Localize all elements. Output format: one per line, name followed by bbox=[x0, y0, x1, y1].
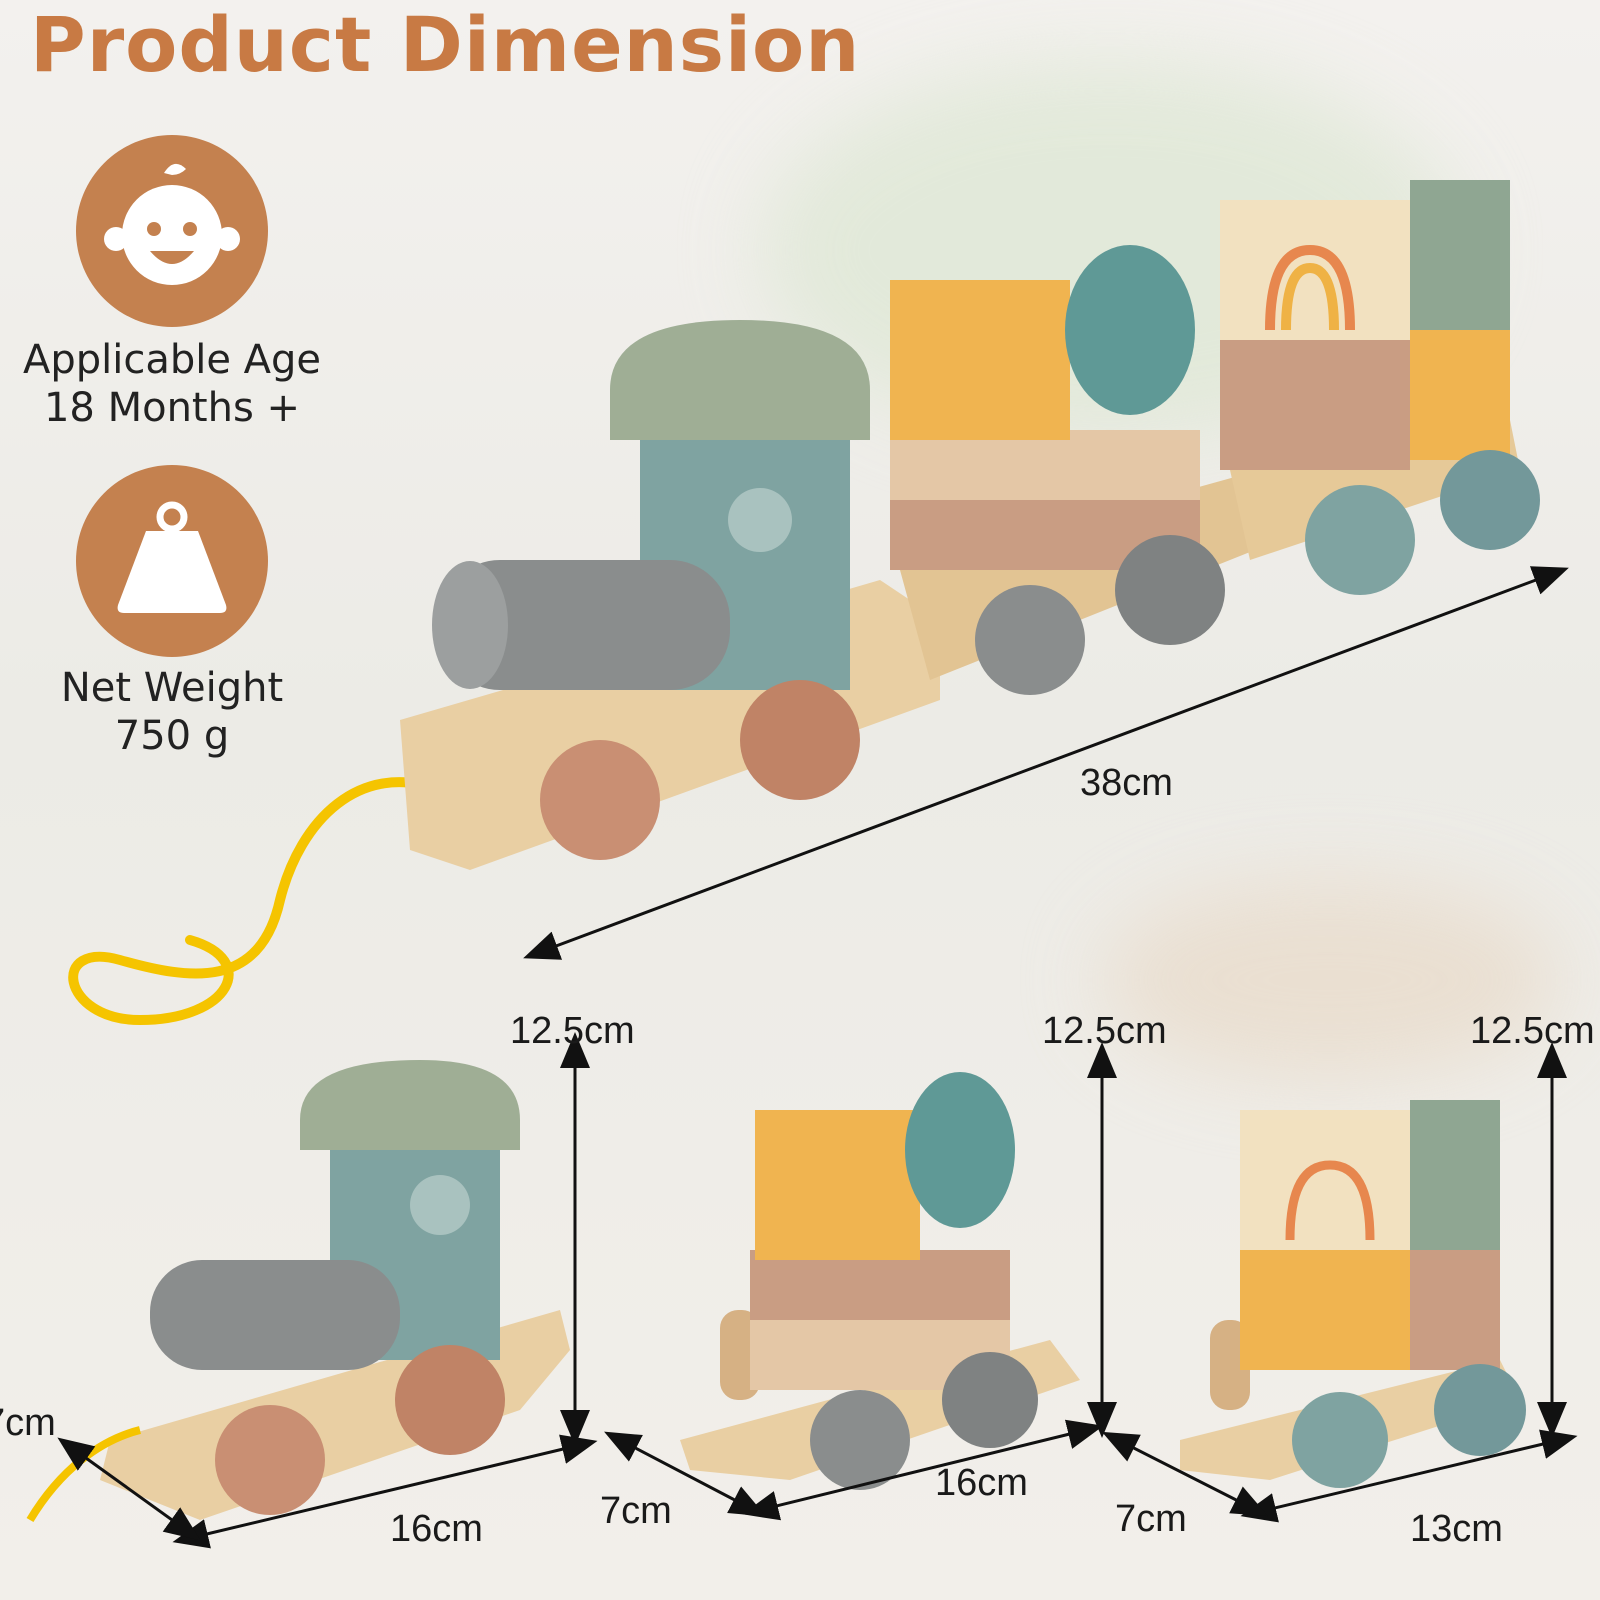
engine-width-arrow bbox=[57, 1437, 201, 1541]
middle-length-arrow bbox=[742, 1419, 1104, 1521]
car1-wheel-back bbox=[1115, 535, 1225, 645]
car1-wheel-front bbox=[975, 585, 1085, 695]
age-badge bbox=[76, 135, 268, 327]
pull-rope bbox=[68, 777, 445, 1026]
age-value: 18 Months + bbox=[43, 385, 301, 431]
car2-block-beaver bbox=[1220, 340, 1410, 470]
engine-length-label: 16cm bbox=[390, 1508, 483, 1550]
engine-detail bbox=[26, 1060, 570, 1523]
car1-block-snail bbox=[890, 280, 1070, 440]
age-label: Applicable Age bbox=[22, 337, 322, 383]
weight-icon bbox=[117, 501, 227, 613]
weight-value: 750 g bbox=[114, 713, 230, 759]
weight-badge bbox=[76, 465, 268, 657]
last-length-arrow bbox=[1240, 1429, 1578, 1523]
engine-wheel-back bbox=[740, 680, 860, 800]
last-length-label: 13cm bbox=[1410, 1508, 1503, 1550]
engine-width-label: 7cm bbox=[0, 1402, 56, 1444]
middle-car-detail bbox=[680, 1072, 1080, 1490]
weight-label: Net Weight bbox=[60, 665, 284, 711]
middle-length-label: 16cm bbox=[935, 1462, 1028, 1504]
engine-length-arrow bbox=[172, 1434, 598, 1549]
engine-roof bbox=[610, 320, 870, 440]
last-width-arrow bbox=[1101, 1431, 1269, 1517]
fox-face bbox=[728, 488, 792, 552]
full-train bbox=[68, 180, 1540, 1026]
total-length-label: 38cm bbox=[1080, 762, 1173, 804]
last-width-label: 7cm bbox=[1115, 1498, 1187, 1540]
engine-wheel-front bbox=[540, 740, 660, 860]
middle-width-arrow bbox=[604, 1431, 766, 1517]
car1-block-tan bbox=[890, 430, 1200, 500]
total-length-arrow bbox=[523, 566, 1569, 960]
age-info: Applicable Age 18 Months + bbox=[22, 336, 322, 432]
car2-wheel-front bbox=[1305, 485, 1415, 595]
middle-width-label: 7cm bbox=[600, 1490, 672, 1532]
car2-block-hole bbox=[1410, 330, 1510, 460]
car2-wheel-back bbox=[1440, 450, 1540, 550]
baby-face-icon bbox=[104, 163, 240, 285]
car1-block-tree bbox=[1065, 245, 1195, 415]
page-title: Product Dimension bbox=[30, 0, 861, 89]
car2-block-rainbow bbox=[1220, 200, 1410, 360]
middle-height-label: 12.5cm bbox=[1042, 1010, 1167, 1052]
last-height-label: 12.5cm bbox=[1470, 1010, 1595, 1052]
engine-height-label: 12.5cm bbox=[510, 1010, 635, 1052]
last-car-detail bbox=[1180, 1100, 1526, 1488]
weight-info: Net Weight 750 g bbox=[22, 664, 322, 760]
